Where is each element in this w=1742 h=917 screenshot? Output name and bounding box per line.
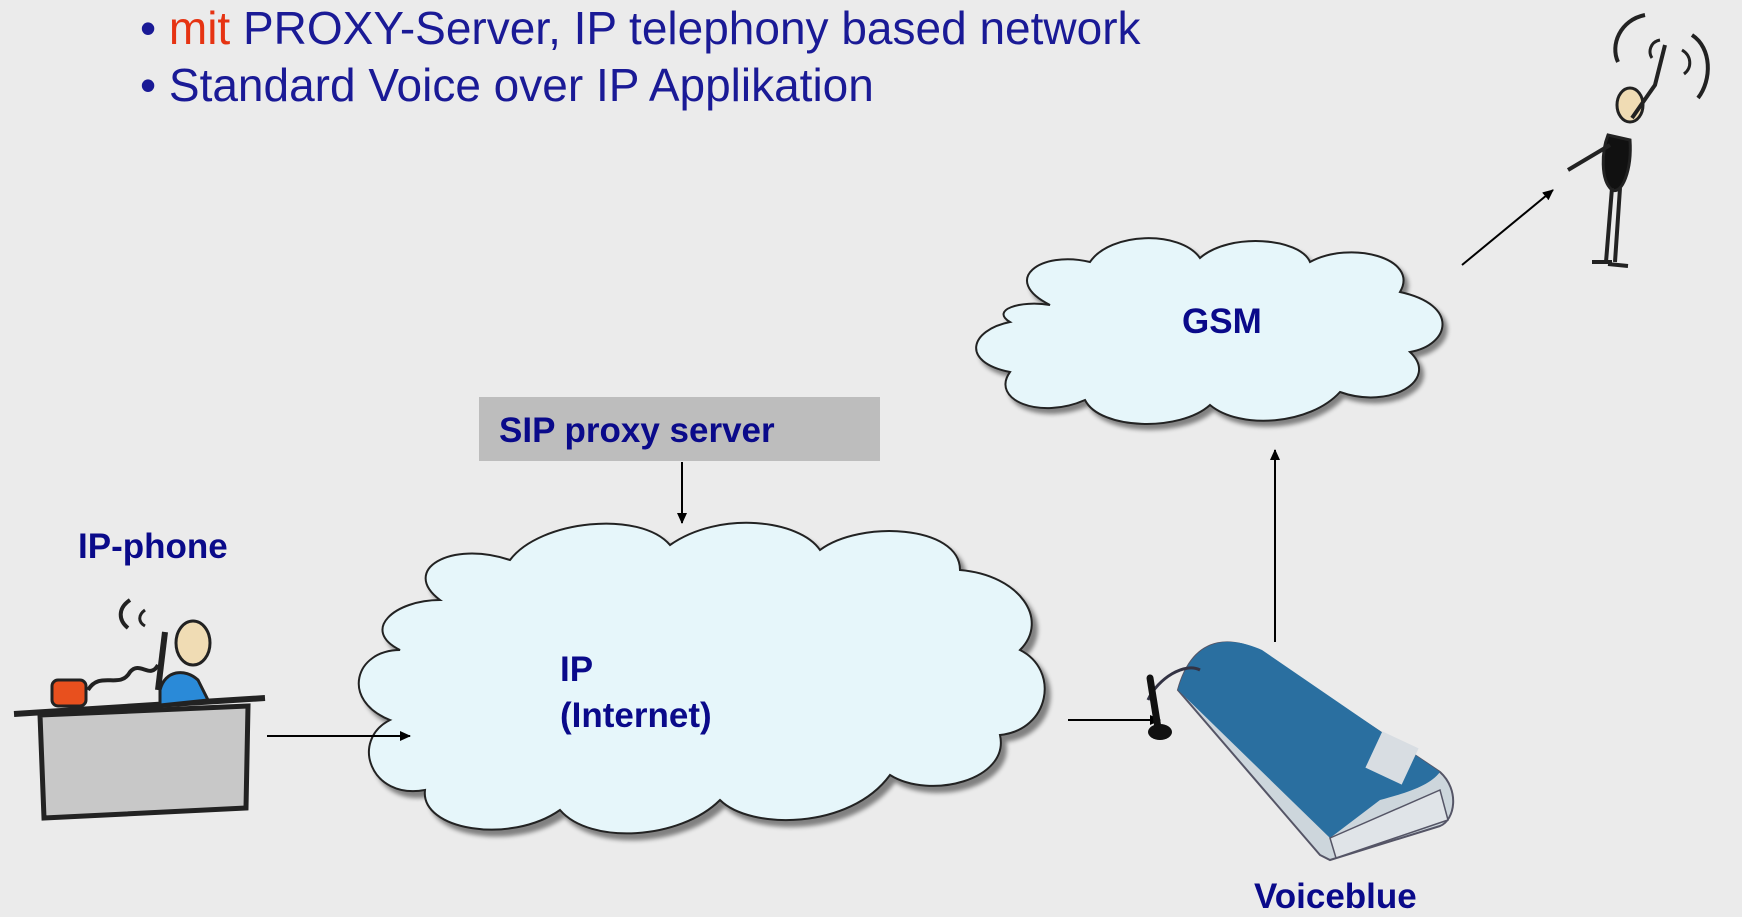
ip-phone-label: IP-phone: [78, 527, 228, 566]
gsm-cloud: [975, 237, 1444, 425]
sip-proxy-box: [479, 397, 880, 461]
bullet-accent-word: mit: [168, 2, 231, 54]
bullet-item-2: • Standard Voice over IP Applikation: [140, 59, 874, 111]
bullet-text: PROXY-Server, IP telephony based network: [230, 2, 1141, 54]
ip-cloud: [357, 521, 1046, 835]
person-at-desk-icon: [13, 598, 266, 821]
bullet-text: Standard Voice over IP Applikation: [168, 59, 874, 111]
bullet-list: • mit PROXY-Server, IP telephony based n…: [140, 0, 1141, 114]
sip-proxy-label: SIP proxy server: [499, 411, 775, 450]
ip-cloud-label-line1: IP: [560, 650, 594, 689]
bullet-item-1: • mit PROXY-Server, IP telephony based n…: [140, 2, 1141, 54]
voiceblue-label: Voiceblue: [1254, 877, 1417, 916]
voiceblue-gateway-icon: [1146, 641, 1455, 862]
gsm-cloud-label: GSM: [1182, 302, 1262, 341]
antenna-icon: [1146, 674, 1172, 740]
ip-cloud-label-line2: (Internet): [560, 696, 712, 735]
person-on-phone-icon: [1566, 13, 1710, 268]
arrow-gsm-to-person: [1461, 189, 1554, 266]
